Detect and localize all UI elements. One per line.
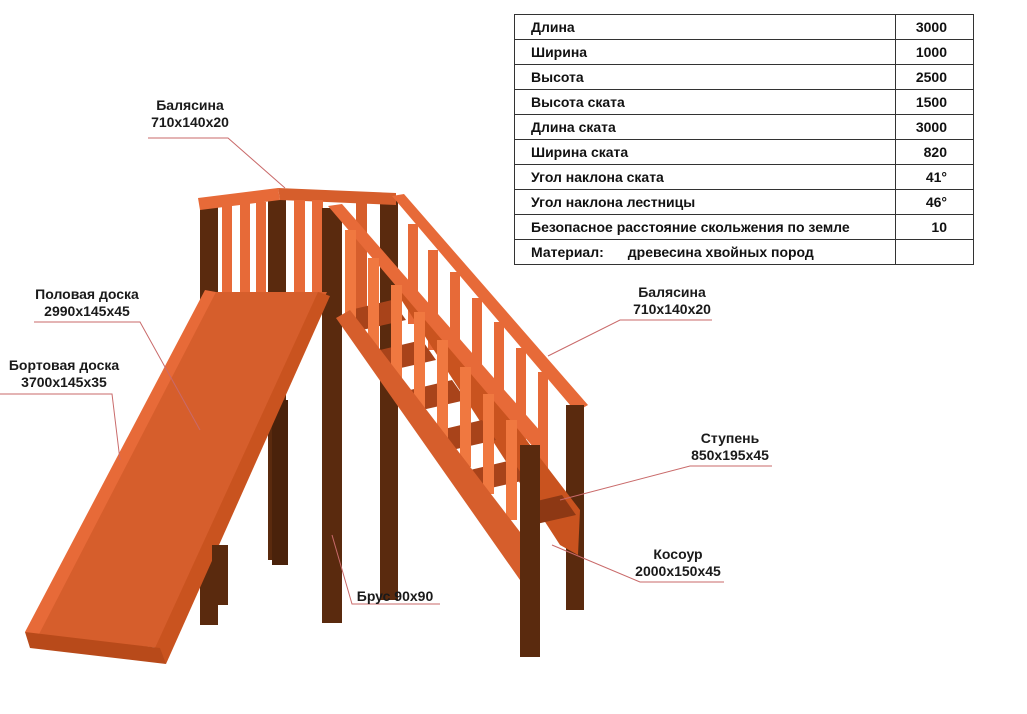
baluster — [516, 348, 526, 448]
label-size: 710x140x20 — [633, 301, 711, 317]
label-text: Брус 90x90 — [356, 588, 434, 604]
spec-row: Безопасное расстояние скольжения по земл… — [513, 214, 974, 240]
leader-stringer — [551, 544, 724, 583]
baluster — [494, 322, 504, 422]
spec-value: 10 — [895, 214, 974, 240]
label-side-board: Бортовая доска 3700x145x35 — [0, 357, 128, 391]
leader-step — [559, 465, 772, 501]
baluster — [240, 203, 250, 311]
baluster — [256, 202, 266, 310]
label-baluster-top: Балясина 710x140x20 — [150, 97, 230, 131]
spec-value: 3000 — [895, 14, 974, 40]
baluster — [312, 200, 323, 300]
label-name: Балясина — [156, 97, 224, 113]
spec-label: Ширина ската — [513, 139, 897, 165]
baluster — [460, 367, 471, 467]
baluster — [408, 224, 418, 324]
baluster — [345, 230, 356, 330]
slide-bottom-edge — [25, 632, 166, 664]
spec-value: 1500 — [895, 89, 974, 115]
stringer-left — [336, 310, 530, 580]
baluster — [368, 258, 379, 358]
baluster — [437, 340, 448, 440]
label-size: 2000x150x45 — [635, 563, 721, 579]
spec-label: Высота — [513, 64, 897, 90]
baluster — [538, 372, 548, 472]
label-baluster-right: Балясина 710x140x20 — [632, 284, 712, 318]
baluster — [506, 420, 517, 520]
material-empty-cell — [895, 239, 974, 265]
label-step: Ступень 850x195x45 — [680, 430, 780, 464]
slide-side-board-right — [155, 292, 330, 664]
leader-side-board — [0, 393, 121, 461]
baluster — [391, 285, 402, 385]
spec-row-material: Материал: древесина хвойных пород — [513, 239, 974, 265]
top-rail-left — [198, 188, 280, 210]
spec-value: 41° — [895, 164, 974, 190]
material-value: древесина хвойных пород — [627, 244, 814, 260]
label-name: Бортовая доска — [8, 357, 120, 373]
slide-bed — [30, 292, 327, 648]
leader-beam — [331, 534, 440, 605]
leader-baluster-top — [148, 137, 286, 189]
label-stringer: Косоур 2000x150x45 — [628, 546, 728, 580]
baluster — [414, 312, 425, 412]
material-label: Материал: — [531, 244, 604, 260]
spec-label: Длина — [513, 14, 897, 40]
label-beam: Брус 90x90 — [350, 588, 440, 605]
label-name: Ступень — [700, 430, 760, 446]
stair-handrail-right — [392, 194, 588, 412]
post-stair-front-left — [520, 445, 540, 657]
baluster — [472, 298, 482, 398]
label-name: Половая доска — [35, 286, 139, 302]
leader-lines — [0, 137, 772, 605]
spec-value: 3000 — [895, 114, 974, 140]
baluster — [450, 272, 460, 372]
spec-label: Длина ската — [513, 114, 897, 140]
baluster — [428, 250, 438, 350]
baluster — [483, 394, 494, 494]
post-front-mid — [322, 208, 342, 623]
post-rear-stair — [272, 400, 288, 565]
baluster — [222, 205, 232, 315]
label-name: Косоур — [653, 546, 703, 562]
material-cell: Материал: древесина хвойных пород — [513, 239, 897, 265]
slide-side-board-left — [25, 290, 216, 640]
stair-handrail-left — [328, 204, 548, 448]
label-floor-board: Половая доска 2990x145x45 — [22, 286, 152, 320]
spec-value: 2500 — [895, 64, 974, 90]
baluster — [356, 200, 367, 310]
spec-value: 1000 — [895, 39, 974, 65]
spec-label: Угол наклона лестницы — [513, 189, 897, 215]
label-size: 710x140x20 — [151, 114, 229, 130]
spec-label: Безопасное расстояние скольжения по земл… — [513, 214, 897, 240]
spec-label: Высота ската — [513, 89, 897, 115]
spec-label: Ширина — [513, 39, 897, 65]
post-slide-support — [212, 545, 228, 605]
label-size: 850x195x45 — [691, 447, 769, 463]
label-size: 2990x145x45 — [44, 303, 130, 319]
spec-value: 46° — [895, 189, 974, 215]
leader-baluster-right — [547, 319, 712, 357]
spec-value: 820 — [895, 139, 974, 165]
label-name: Балясина — [638, 284, 706, 300]
label-size: 3700x145x35 — [21, 374, 107, 390]
leader-floor-board — [34, 321, 201, 431]
baluster — [294, 200, 305, 300]
spec-label: Угол наклона ската — [513, 164, 897, 190]
structure-drawing — [25, 188, 588, 664]
